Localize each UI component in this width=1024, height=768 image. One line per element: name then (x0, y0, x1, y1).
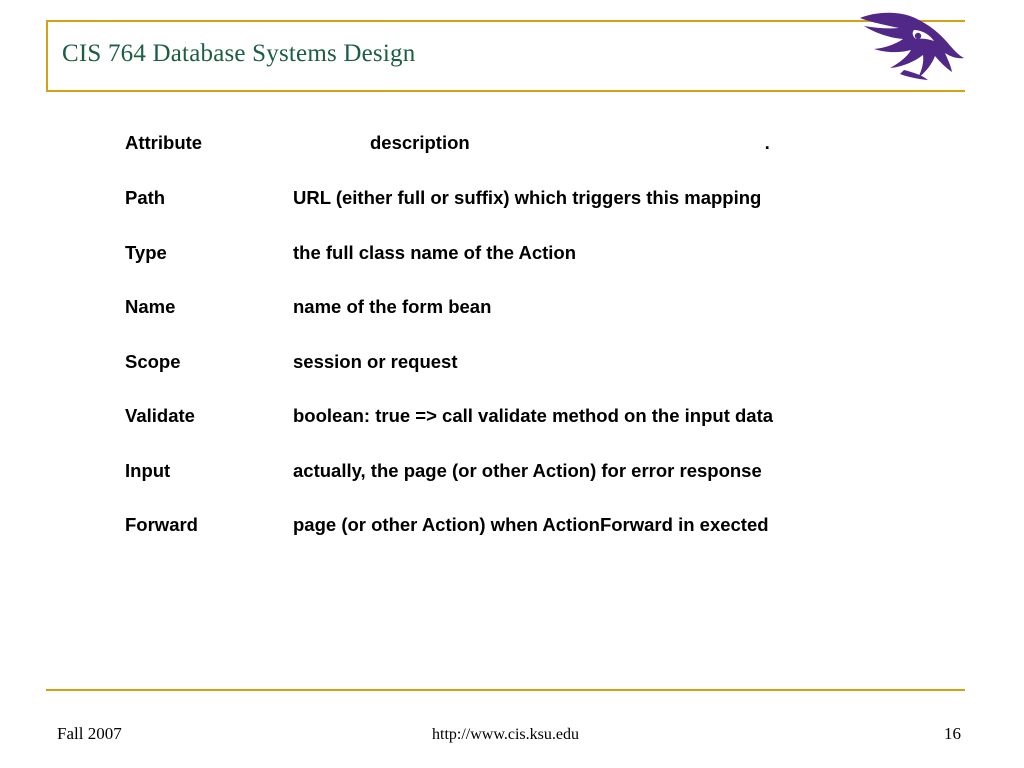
header-rule-bottom (46, 90, 965, 92)
ksu-wildcat-logo-icon (852, 12, 968, 94)
row-description: page (or other Action) when ActionForwar… (293, 514, 769, 535)
row-description: session or request (293, 350, 458, 372)
footer-rule (46, 689, 965, 691)
column-header-trailing: . (764, 132, 770, 153)
column-header-attribute: Attribute (125, 132, 203, 153)
row-term: Input (125, 459, 171, 481)
table-row: Validate boolean: true => call validate … (125, 405, 945, 460)
row-description: name of the form bean (293, 296, 492, 317)
attribute-table: Attribute description. Path URL (either fu… (125, 132, 945, 569)
header-rule-left (46, 20, 48, 92)
page-title: CIS 764 Database Systems Design (62, 40, 416, 67)
table-row: Scope session or request (125, 351, 945, 406)
row-term: Path (125, 187, 166, 208)
row-description: boolean: true => call validate method on… (293, 405, 774, 426)
footer-term: Fall 2007 (57, 724, 122, 743)
row-term: Validate (125, 405, 195, 426)
row-term: Type (125, 241, 167, 263)
table-row: Name name of the form bean (125, 296, 945, 351)
column-header-description: description (370, 132, 470, 153)
footer-page-number: 16 (944, 724, 961, 743)
table-row: Path URL (either full or suffix) which tr… (125, 187, 945, 242)
row-term: Forward (125, 514, 198, 535)
table-header-row: Attribute description. (125, 132, 945, 187)
row-term: Scope (125, 350, 181, 372)
row-term: Name (125, 296, 176, 317)
table-row: Type the full class name of the Action (125, 242, 945, 297)
row-description: URL (either full or suffix) which trigge… (293, 187, 762, 208)
table-row: Forward page (or other Action) when Acti… (125, 514, 945, 569)
header-rule-top (46, 20, 965, 22)
table-row: Input actually, the page (or other Actio… (125, 460, 945, 515)
row-description: actually, the page (or other Action) for… (293, 459, 762, 481)
row-description: the full class name of the Action (293, 241, 577, 263)
footer-url: http://www.cis.ksu.edu (432, 726, 579, 743)
